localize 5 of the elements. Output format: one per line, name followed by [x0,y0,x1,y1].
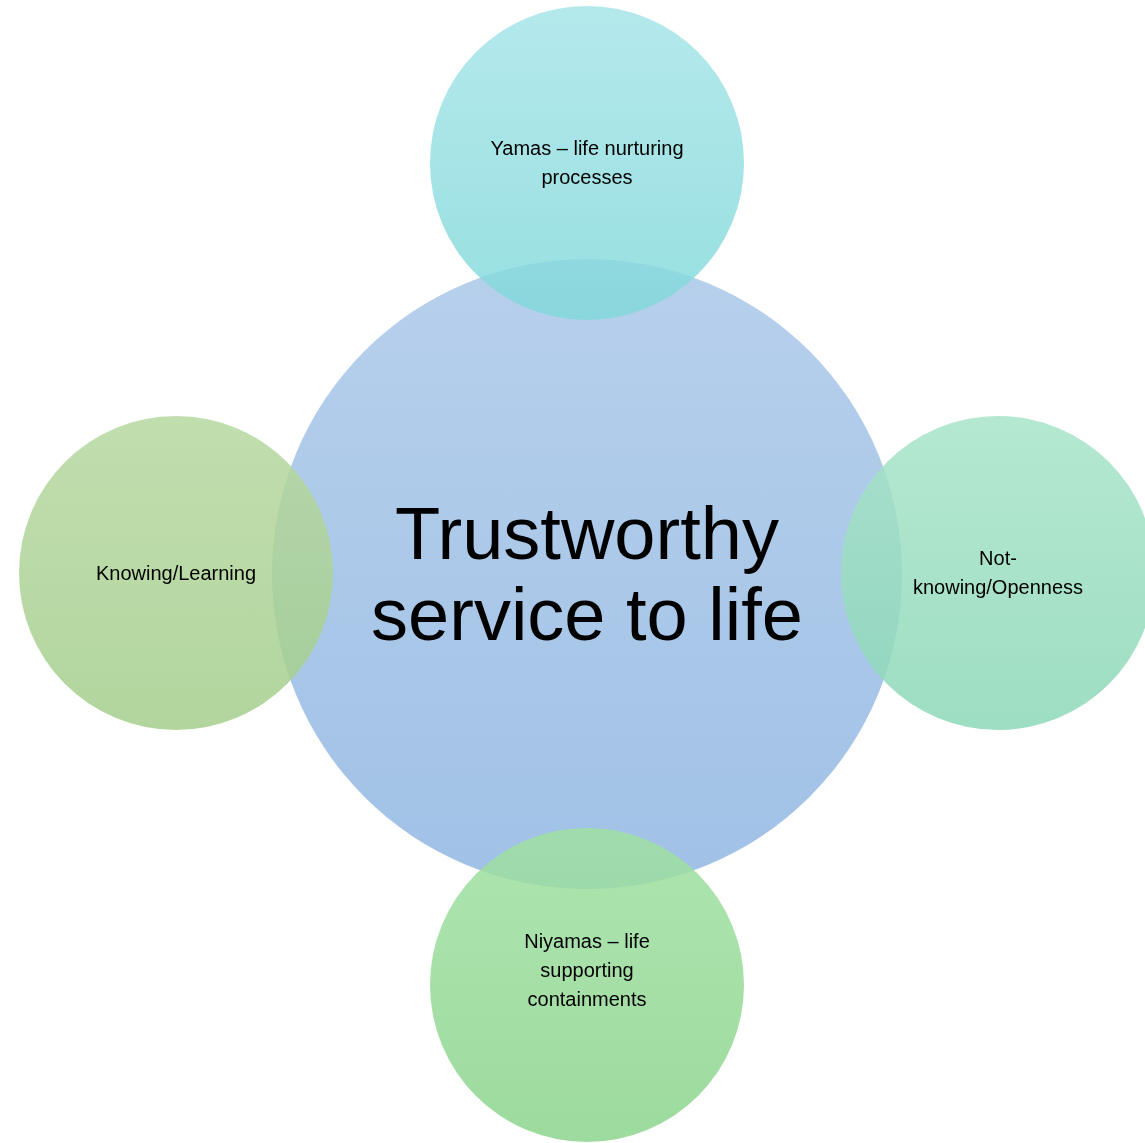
circle-label: Yamas – life nurturing processes [489,136,685,190]
circle-label: Not- knowing/Openness [911,546,1085,600]
center-title: Trustworthy service to life [370,492,804,656]
circle-label: Knowing/Learning [94,560,258,586]
circle-label: Niyamas – life supporting containments [523,928,651,1012]
